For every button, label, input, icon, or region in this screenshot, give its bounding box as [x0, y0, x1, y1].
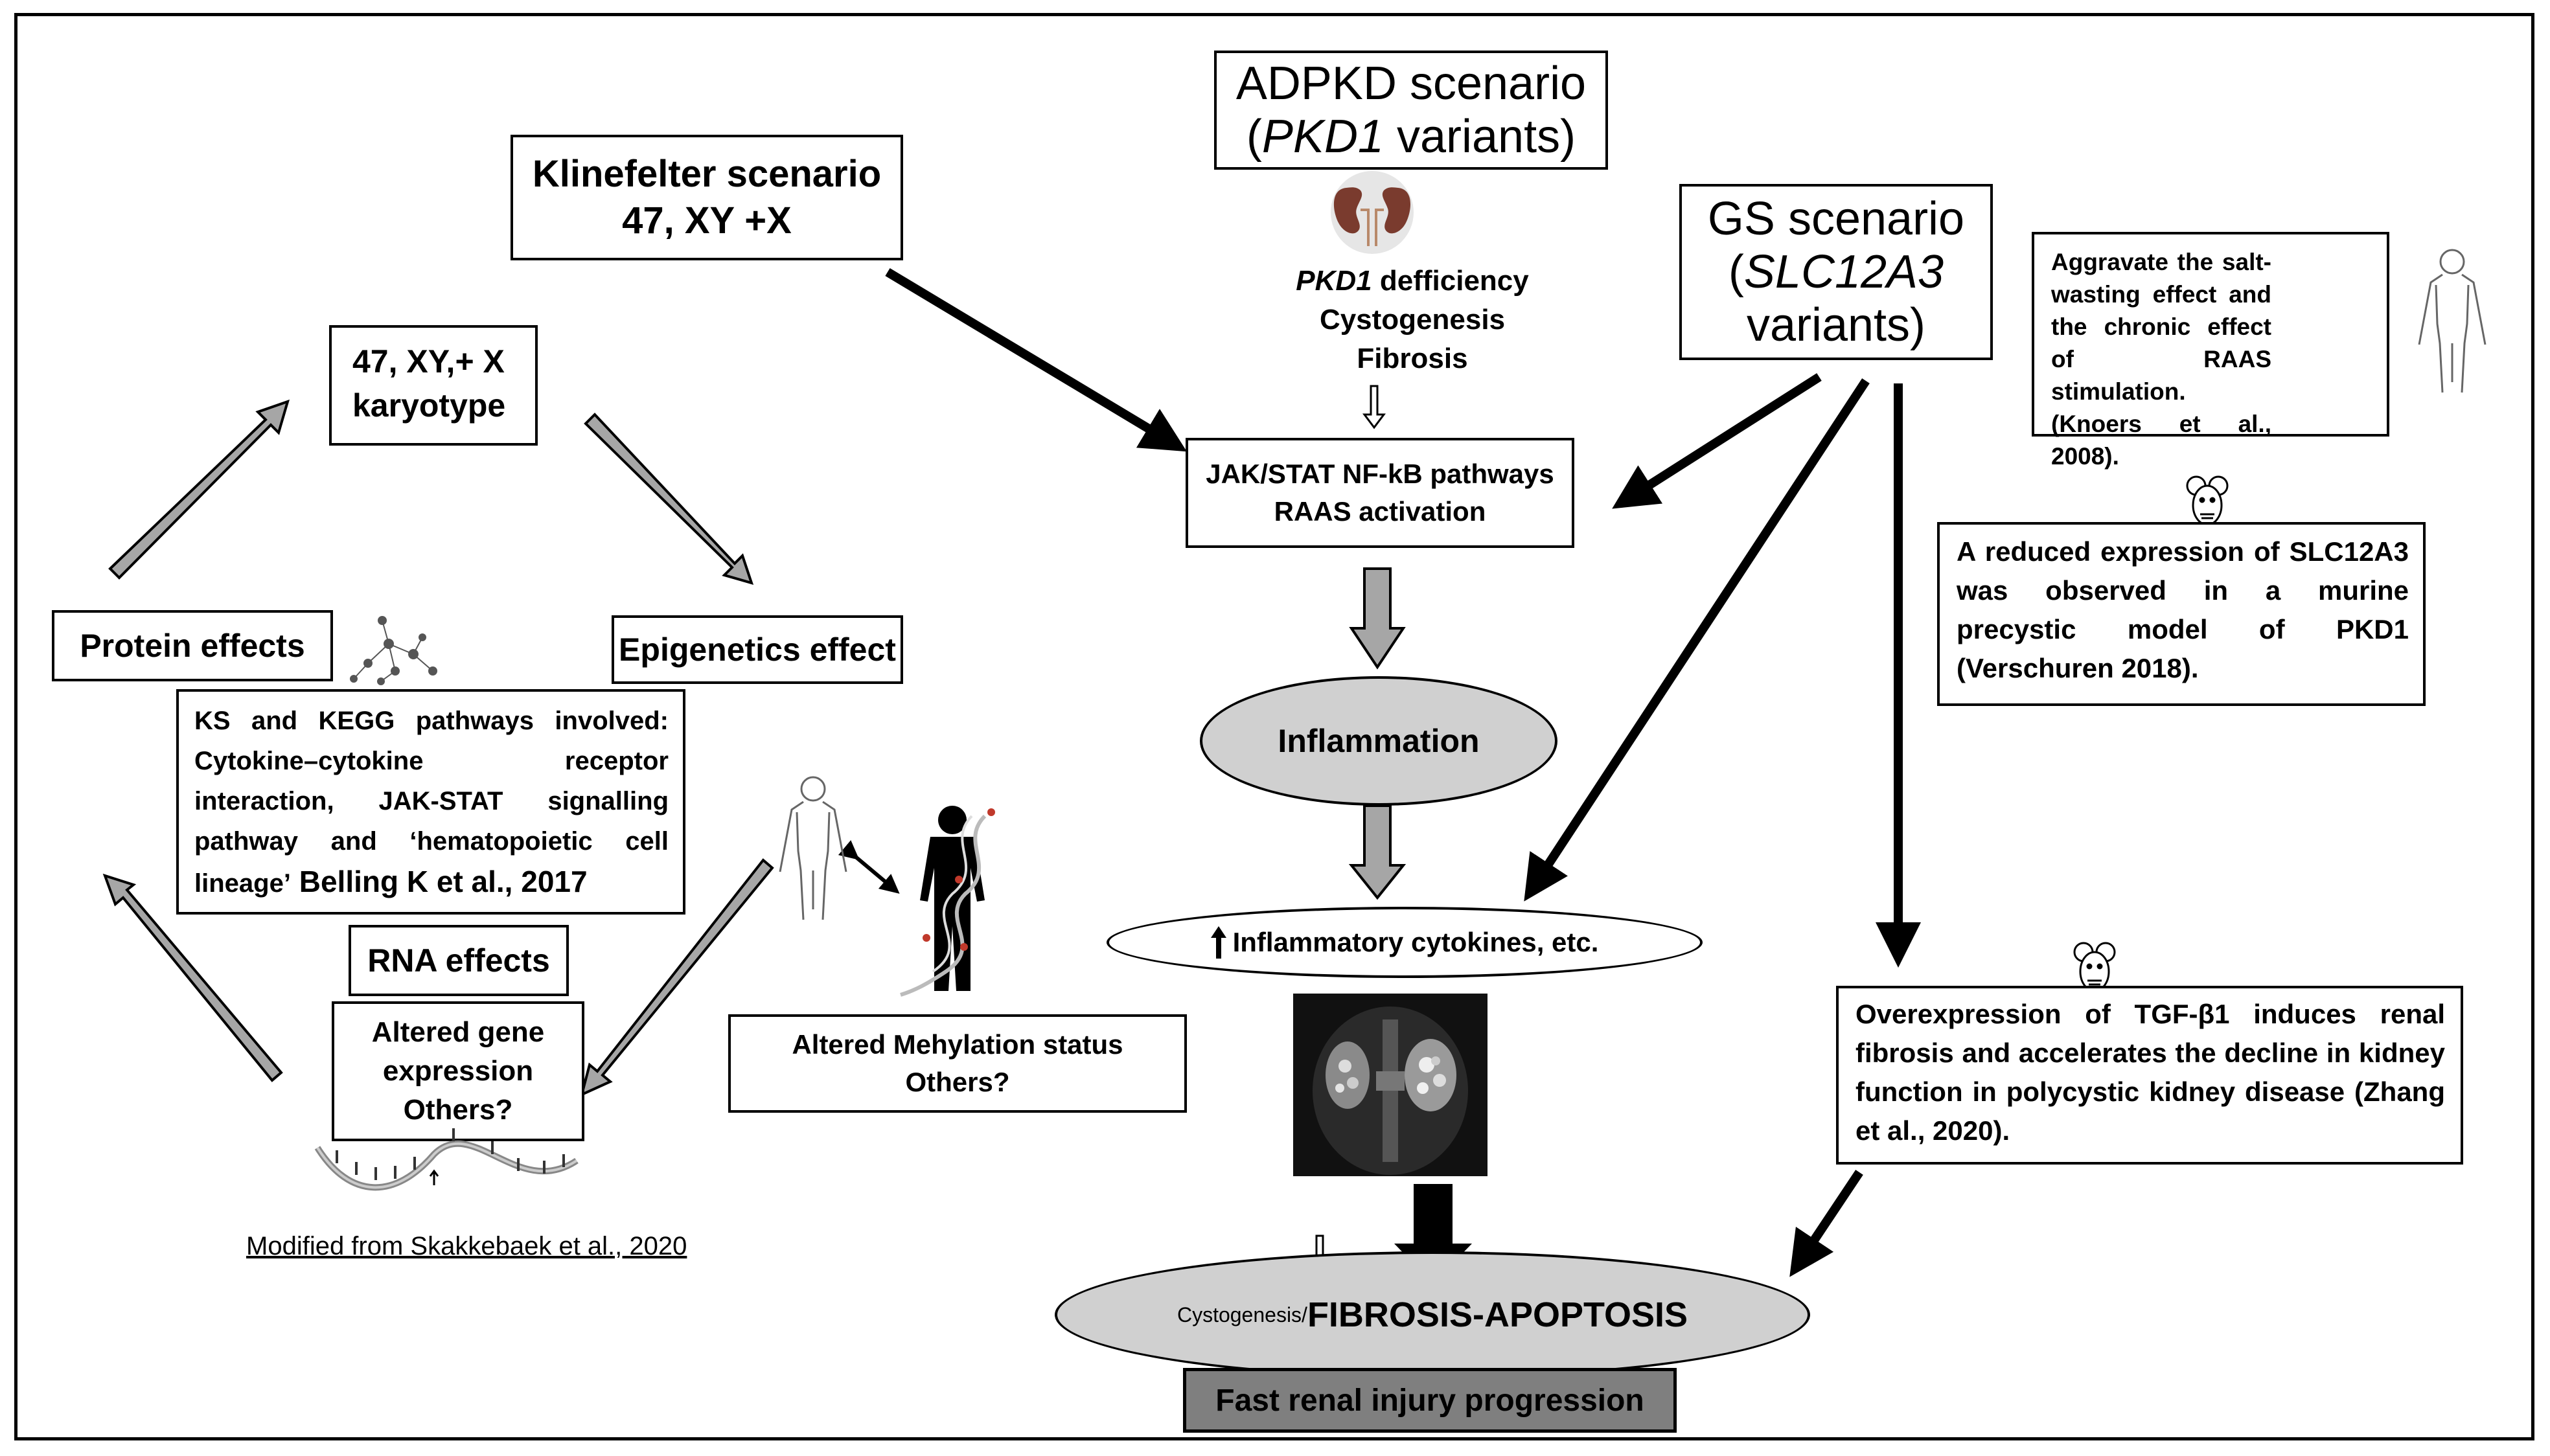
source-credit: Modified from Skakkebaek et al., 2020: [246, 1232, 687, 1261]
ks-kegg-box: KS and KEGG pathways involved: Cytokine–…: [176, 689, 685, 915]
arrow-karyotype-to-epigenetics: [584, 413, 754, 585]
fast-renal-label: Fast renal injury progression: [1215, 1383, 1644, 1418]
arrow-jak-to-inflammation: [1349, 567, 1406, 670]
fibrosis-apoptosis-ellipse: Cystogenesis/FIBROSIS-APOPTOSIS: [1055, 1251, 1810, 1378]
cystogenesis-label: Cystogenesis: [1319, 304, 1506, 336]
pkd1-effects: PKD1 defficiency Cystogenesis Fibrosis: [1212, 262, 1613, 378]
karyotype-line2: karyotype: [352, 387, 506, 424]
aggravate-text: Aggravate the salt-wasting effect and th…: [2051, 249, 2271, 470]
tgf-text: Overexpression of TGF-β1 induces renal f…: [1855, 999, 2445, 1146]
reduced-expression-box: A reduced expression of SLC12A3 was obse…: [1937, 522, 2426, 706]
klinefelter-title: Klinefelter scenario: [532, 153, 882, 195]
kidney-mri-image: [1293, 994, 1488, 1176]
methylation-box: Altered Mehylation status Others?: [728, 1014, 1187, 1113]
reduced-expression-text: A reduced expression of SLC12A3 was obse…: [1957, 536, 2409, 683]
network-icon: [342, 611, 452, 688]
klinefelter-karyotype: 47, XY +X: [622, 199, 792, 242]
methylation-line1: Altered Mehylation status: [792, 1029, 1123, 1060]
inflammation-label: Inflammation: [1278, 723, 1480, 759]
klinefelter-scenario-box: Klinefelter scenario 47, XY +X: [511, 135, 903, 260]
rna-effects-label: RNA effects: [367, 942, 550, 979]
source-credit-text: Modified from Skakkebaek et al., 2020: [246, 1232, 687, 1260]
human-outline-icon: [2410, 246, 2494, 396]
cytokines-ellipse: Inflammatory cytokines, etc.: [1107, 907, 1703, 978]
arrow-rna-to-protein: [102, 873, 283, 1082]
altered-gene-line1: Altered gene: [371, 1016, 545, 1048]
pkd1-label: PKD1: [1296, 265, 1372, 297]
jak-stat-line1: JAK/STAT NF-kB pathways: [1206, 459, 1554, 489]
gs-gene: SLC12A3: [1743, 246, 1944, 298]
ks-kegg-citation: Belling K et al., 2017: [290, 865, 588, 898]
ks-kegg-text: KS and KEGG pathways involved: Cytokine–…: [194, 707, 669, 898]
arrow-methylation-to-rna: [580, 858, 774, 1097]
altered-gene-line2: expression: [382, 1055, 534, 1087]
arrow-gs-to-cytokines: [1524, 378, 1870, 902]
rna-effects-box: RNA effects: [349, 925, 569, 996]
inflammation-ellipse: Inflammation: [1200, 676, 1557, 806]
protein-effects-box: Protein effects: [52, 610, 333, 681]
aggravate-box: Aggravate the salt-wasting effect and th…: [2032, 232, 2389, 470]
fast-renal-banner: Fast renal injury progression: [1183, 1368, 1677, 1433]
karyotype-line1: 47, XY,+ X: [352, 343, 505, 380]
adpkd-scenario-box: ADPKD scenario (PKD1 variants): [1214, 51, 1608, 170]
adpkd-gene: PKD1: [1261, 111, 1384, 163]
karyotype-box: 47, XY,+ X karyotype: [329, 325, 538, 446]
diagram-frame: [14, 13, 2534, 1440]
arrow-protein-to-karyotype: [108, 399, 290, 580]
human-dna-icon: [888, 803, 1017, 997]
protein-effects-label: Protein effects: [80, 628, 305, 664]
arrow-body-link: [838, 840, 900, 894]
methylation-line2: Others?: [905, 1067, 1010, 1097]
cystogenesis-small-label: Cystogenesis/: [1177, 1302, 1307, 1326]
jak-stat-line2: RAAS activation: [1274, 496, 1486, 527]
altered-gene-line3: Others?: [403, 1094, 513, 1126]
rna-strand-icon: [311, 1128, 583, 1200]
arrow-hollow-pkd1-to-jak: [1362, 385, 1386, 429]
pkd1-deficiency: defficiency: [1372, 265, 1529, 297]
arrow-inflammation-to-cytokines: [1348, 804, 1407, 900]
up-arrow-icon: [1210, 926, 1226, 959]
adpkd-subtitle: (PKD1 variants): [1246, 111, 1576, 163]
kidney-icon: [1319, 170, 1425, 255]
arrow-gs-to-jak: [1612, 373, 1822, 509]
tgf-box: Overexpression of TGF-β1 induces renal f…: [1836, 986, 2463, 1165]
epigenetics-label: Epigenetics effect: [619, 631, 896, 668]
jak-stat-box: JAK/STAT NF-kB pathways RAAS activation: [1186, 438, 1574, 548]
cytokines-label: Inflammatory cytokines, etc.: [1232, 927, 1599, 957]
fibrosis-apoptosis-label: FIBROSIS-APOPTOSIS: [1307, 1295, 1688, 1334]
altered-gene-box: Altered gene expression Others?: [332, 1001, 584, 1141]
epigenetics-box: Epigenetics effect: [612, 615, 903, 684]
gs-scenario-box: GS scenario (SLC12A3 variants): [1679, 184, 1993, 360]
human-outline-icon-left: [771, 773, 855, 924]
fibrosis-label: Fibrosis: [1357, 343, 1468, 374]
mouse-icon-bottom: [2071, 938, 2119, 995]
arrow-tgf-to-fibrosis: [1789, 1170, 1863, 1277]
mouse-icon-top: [2183, 472, 2231, 529]
arrow-klinefelter-to-jak: [885, 267, 1188, 452]
gs-title: GS scenario: [1707, 193, 1965, 245]
adpkd-title: ADPKD scenario: [1235, 58, 1587, 109]
gs-variants: variants): [1746, 299, 1926, 351]
